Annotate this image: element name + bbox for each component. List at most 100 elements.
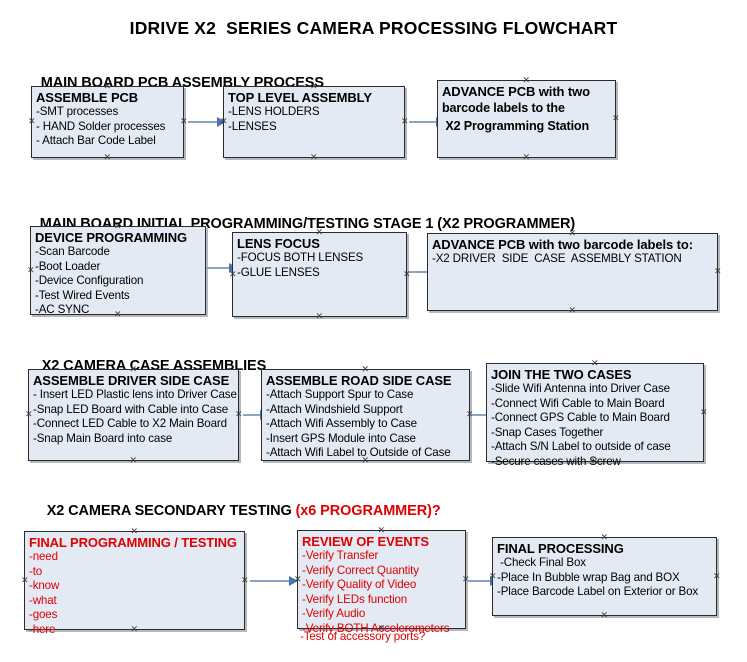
node-handle-bottom[interactable] xyxy=(362,457,369,464)
node-handle-right[interactable] xyxy=(714,268,721,275)
node-handle-top[interactable] xyxy=(130,366,137,373)
node-handle-top[interactable] xyxy=(601,534,608,541)
node-line: -what xyxy=(29,593,57,607)
node-line: -Check Final Box xyxy=(497,556,586,569)
node-handle-right[interactable] xyxy=(180,118,187,125)
node-assemble-driver-side-case[interactable]: ASSEMBLE DRIVER SIDE CASE - Insert LED P… xyxy=(28,369,239,461)
node-advance-pcb-to-x2-programming-station[interactable]: ADVANCE PCB with two barcode labels to t… xyxy=(437,80,616,158)
node-device-programming[interactable]: DEVICE PROGRAMMING -Scan Barcode -Boot L… xyxy=(27,223,206,318)
page-title: IDRIVE X2 SERIES CAMERA PROCESSING FLOWC… xyxy=(129,18,618,38)
node-line: -here xyxy=(29,622,56,636)
node-line: -Verify Quality of Video xyxy=(302,578,417,591)
node-line: -Attach Support Spur to Case xyxy=(266,388,414,401)
node-line: - Attach Bar Code Label xyxy=(36,134,156,147)
node-handle-top[interactable] xyxy=(131,528,138,535)
node-line: -to xyxy=(29,564,43,578)
node-handle-left[interactable] xyxy=(294,576,301,583)
node-line: -Attach Wifi Label to Outside of Case xyxy=(266,446,451,459)
node-handle-left[interactable] xyxy=(21,577,28,584)
section-header-x2-camera-secondary-testing: X2 CAMERA SECONDARY TESTING (x6 PROGRAMM… xyxy=(31,487,441,535)
node-assemble-road-side-case[interactable]: ASSEMBLE ROAD SIDE CASE -Attach Support … xyxy=(261,369,470,461)
node-final-processing[interactable]: FINAL PROCESSING -Check Final Box -Place… xyxy=(492,537,717,616)
connector-arrow xyxy=(188,117,226,127)
connector-arrow xyxy=(243,410,269,420)
node-line: -know xyxy=(29,579,60,592)
node-title: ADVANCE PCB with two xyxy=(442,84,590,99)
node-handle-bottom[interactable] xyxy=(523,154,530,161)
node-title: ASSEMBLE PCB xyxy=(36,90,139,105)
node-handle-right[interactable] xyxy=(401,118,408,125)
node-handle-top[interactable] xyxy=(362,366,369,373)
node-handle-top[interactable] xyxy=(104,83,111,90)
node-title: REVIEW OF EVENTS xyxy=(302,534,429,549)
node-line: -Attach Windshield Support xyxy=(266,402,403,416)
node-title: FINAL PROCESSING xyxy=(497,541,624,556)
node-line: -Verify Transfer xyxy=(302,549,379,562)
node-handle-bottom[interactable] xyxy=(104,154,111,161)
connector-arrow xyxy=(250,576,298,586)
node-handle-top[interactable] xyxy=(591,360,598,367)
node-line: X2 Programming Station xyxy=(442,119,589,133)
node-handle-top[interactable] xyxy=(523,77,530,84)
node-handle-bottom[interactable] xyxy=(310,154,317,161)
node-handle-bottom[interactable] xyxy=(130,457,137,464)
node-line: -Connect GPS Cable to Main Board xyxy=(491,411,670,424)
node-line: -Connect LED Cable to X2 Main Board xyxy=(33,417,227,430)
node-handle-left[interactable] xyxy=(28,118,35,125)
connector-arrow xyxy=(409,117,445,127)
node-title: LENS FOCUS xyxy=(237,236,320,251)
connector-arrow xyxy=(206,263,238,273)
node-review-of-events[interactable]: REVIEW OF EVENTS -Verify Transfer -Verif… xyxy=(294,527,466,635)
node-handle-bottom[interactable] xyxy=(316,313,323,320)
node-handle-top[interactable] xyxy=(378,527,385,534)
node-title: ASSEMBLE ROAD SIDE CASE xyxy=(266,373,452,388)
node-advance-pcb-to-driver-side-case-station[interactable]: ADVANCE PCB with two barcode labels to: … xyxy=(427,233,718,311)
node-overflow-line: -Test of accessory ports? xyxy=(300,630,426,643)
node-handle-right[interactable] xyxy=(241,577,248,584)
node-handle-left[interactable] xyxy=(27,267,34,274)
node-handle-right[interactable] xyxy=(235,411,242,418)
node-line: -Snap Main Board into case xyxy=(33,431,173,445)
node-handle-right[interactable] xyxy=(612,115,619,122)
node-handle-top[interactable] xyxy=(569,230,576,237)
node-title: ASSEMBLE DRIVER SIDE CASE xyxy=(33,373,230,388)
node-handle-right[interactable] xyxy=(700,409,707,416)
node-handle-bottom[interactable] xyxy=(131,626,138,633)
node-line: - HAND Solder processes xyxy=(36,119,166,133)
section-header-text: X2 CAMERA SECONDARY TESTING xyxy=(46,503,296,519)
node-line: -Verify Correct Quantity xyxy=(302,563,419,577)
node-line: -Snap Cases Together xyxy=(491,425,604,439)
node-lens-focus[interactable]: LENS FOCUS -FOCUS BOTH LENSES -GLUE LENS… xyxy=(232,232,407,317)
node-handle-top[interactable] xyxy=(316,229,323,236)
node-final-programming-testing[interactable]: FINAL PROGRAMMING / TESTING -need -to -k… xyxy=(21,528,248,636)
node-line: -Attach S/N Label to outside of case xyxy=(491,440,671,453)
node-title: DEVICE PROGRAMMING xyxy=(35,230,188,245)
node-handle-bottom[interactable] xyxy=(569,307,576,314)
node-handle-left[interactable] xyxy=(229,271,236,278)
node-handle-left[interactable] xyxy=(25,411,32,418)
node-line: -goes xyxy=(29,608,58,621)
node-handle-left[interactable] xyxy=(220,118,227,125)
node-line: -Attach Wifi Assembly to Case xyxy=(266,417,417,430)
node-line: -LENSES xyxy=(228,119,277,133)
connector-arrow xyxy=(467,576,499,586)
node-line: -LENS HOLDERS xyxy=(228,105,320,118)
node-handle-top[interactable] xyxy=(310,83,317,90)
node-line: -Place Barcode Label on Exterior or Box xyxy=(497,585,699,598)
node-assemble-pcb[interactable]: ASSEMBLE PCB -SMT processes - HAND Solde… xyxy=(31,86,184,158)
node-handle-right[interactable] xyxy=(713,573,720,580)
node-handle-bottom[interactable] xyxy=(601,612,608,619)
node-join-the-two-cases[interactable]: JOIN THE TWO CASES -Slide Wifi Antenna i… xyxy=(486,360,707,468)
node-line: -SMT processes xyxy=(36,105,119,118)
node-handle-top[interactable] xyxy=(114,223,121,230)
node-handle-bottom[interactable] xyxy=(114,311,121,318)
node-handle-bottom[interactable] xyxy=(591,458,598,465)
node-handle-left[interactable] xyxy=(489,573,496,580)
connector-arrow xyxy=(409,267,437,277)
node-line: -Boot Loader xyxy=(35,259,101,273)
node-line: -Verify BOTH Accelerometers xyxy=(302,621,450,635)
node-title: TOP LEVEL ASSEMBLY xyxy=(228,90,372,105)
node-line: -Device Configuration xyxy=(35,274,144,287)
node-top-level-assembly[interactable]: TOP LEVEL ASSEMBLY -LENS HOLDERS -LENSES xyxy=(223,86,405,158)
